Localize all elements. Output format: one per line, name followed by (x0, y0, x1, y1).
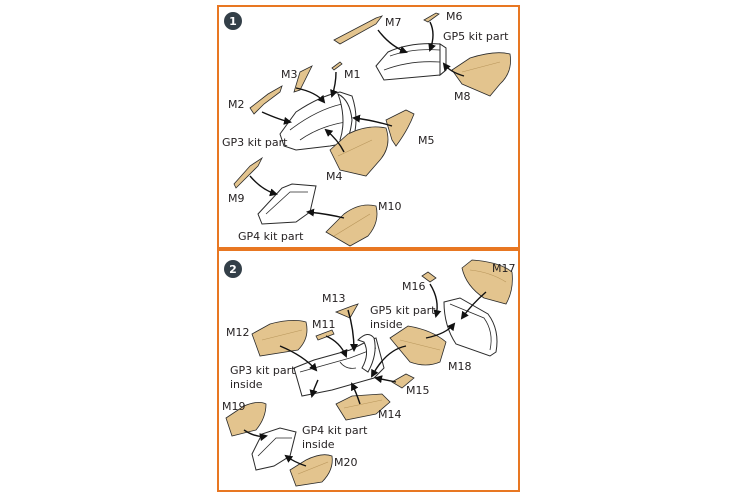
m9-part (233, 156, 264, 189)
label-m15: M15 (406, 384, 430, 397)
step-2-arrows (243, 283, 487, 467)
m16-part (421, 271, 437, 283)
step-1-badge (224, 12, 242, 30)
m20-part (289, 454, 333, 487)
label-m11: M11 (312, 318, 336, 331)
label-gp3-2b: inside (230, 378, 263, 391)
label-m19: M19 (222, 400, 246, 413)
label-m17: M17 (492, 262, 516, 275)
label-m6: M6 (446, 10, 463, 23)
m18-part (389, 325, 447, 366)
step-1-arrows (249, 21, 465, 219)
label-m20: M20 (334, 456, 358, 469)
gp5-kit-part (375, 43, 447, 81)
label-m5: M5 (418, 134, 435, 147)
m14-part (335, 393, 391, 421)
m3-part (293, 65, 313, 93)
label-m8: M8 (454, 90, 471, 103)
label-gp4-2b: inside (302, 438, 335, 451)
step-2-panel: 2 (217, 249, 520, 492)
m17-part (461, 259, 513, 305)
m7-part (333, 15, 384, 45)
label-gp5-2a: GP5 kit part (370, 304, 436, 317)
label-gp4: GP4 kit part (238, 230, 304, 243)
label-gp3-2a: GP3 kit part (230, 364, 296, 377)
m13-part (334, 303, 359, 319)
label-m14: M14 (378, 408, 402, 421)
step-1-panel: 1 (217, 5, 520, 249)
m8-part (451, 52, 511, 97)
m2-part (249, 85, 283, 115)
step-2-number: 2 (229, 263, 237, 276)
label-gp4-2a: GP4 kit part (302, 424, 368, 437)
label-m7: M7 (385, 16, 402, 29)
step-1-number: 1 (229, 15, 237, 28)
label-m2: M2 (228, 98, 245, 111)
label-m13: M13 (322, 292, 346, 305)
label-gp5-2b: inside (370, 318, 403, 331)
label-gp3: GP3 kit part (222, 136, 288, 149)
label-m12: M12 (226, 326, 250, 339)
m10-part (325, 204, 378, 247)
m1-part (331, 61, 343, 71)
m12-part (251, 320, 308, 357)
m11-part (315, 329, 335, 341)
label-gp5: GP5 kit part (443, 30, 509, 43)
label-m16: M16 (402, 280, 426, 293)
m6-part (423, 12, 440, 23)
label-m4: M4 (326, 170, 343, 183)
label-m10: M10 (378, 200, 402, 213)
step-2-badge (224, 260, 242, 278)
m5-part (385, 109, 415, 147)
gp5-kit-part-inside (443, 297, 498, 357)
label-m18: M18 (448, 360, 472, 373)
label-m9: M9 (228, 192, 245, 205)
label-m3: M3 (281, 68, 298, 81)
m19-part (225, 402, 267, 437)
gp4-kit-part (257, 183, 317, 225)
m4-part (329, 126, 389, 177)
m15-part (391, 373, 415, 389)
label-m1: M1 (344, 68, 361, 81)
